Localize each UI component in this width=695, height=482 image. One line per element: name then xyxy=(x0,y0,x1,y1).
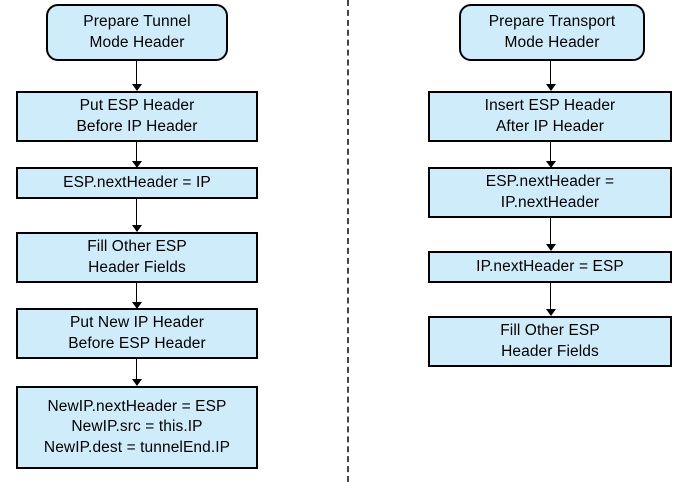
edge-transport-step-3-to-step-4 xyxy=(550,283,551,315)
node-tunnel-step-2[interactable]: ESP.nextHeader = IP xyxy=(16,167,258,199)
node-transport-start[interactable]: Prepare Transport Mode Header xyxy=(459,4,645,61)
node-transport-step-1[interactable]: Insert ESP Header After IP Header xyxy=(428,91,672,142)
node-tunnel-step-5[interactable]: NewIP.nextHeader = ESP NewIP.src = this.… xyxy=(16,386,258,469)
arrowhead-tunnel-4 xyxy=(132,302,142,309)
node-transport-step-4[interactable]: Fill Other ESP Header Fields xyxy=(428,316,672,367)
arrowhead-tunnel-5 xyxy=(132,379,142,386)
arrowhead-transport-4 xyxy=(546,309,556,316)
arrowhead-tunnel-3 xyxy=(132,225,142,232)
column-divider xyxy=(347,0,349,482)
edge-transport-start-to-step-1 xyxy=(550,61,551,90)
edge-tunnel-step-1-to-step-2 xyxy=(136,142,137,167)
edge-tunnel-step-3-to-step-4 xyxy=(136,283,137,308)
edge-tunnel-step-2-to-step-3 xyxy=(136,199,137,231)
edge-tunnel-start-to-step-1 xyxy=(136,61,137,90)
node-tunnel-step-3[interactable]: Fill Other ESP Header Fields xyxy=(16,232,258,283)
edge-tunnel-step-4-to-step-5 xyxy=(136,359,137,385)
edge-transport-step-2-to-step-3 xyxy=(550,218,551,250)
arrowhead-transport-3 xyxy=(546,244,556,251)
node-transport-step-2[interactable]: ESP.nextHeader = IP.nextHeader xyxy=(428,167,672,218)
node-tunnel-step-1[interactable]: Put ESP Header Before IP Header xyxy=(16,91,258,142)
node-transport-step-3[interactable]: IP.nextHeader = ESP xyxy=(428,251,672,283)
node-tunnel-start[interactable]: Prepare Tunnel Mode Header xyxy=(46,4,228,61)
node-tunnel-step-4[interactable]: Put New IP Header Before ESP Header xyxy=(16,308,258,359)
arrowhead-tunnel-2 xyxy=(132,161,142,168)
edge-transport-step-1-to-step-2 xyxy=(550,142,551,167)
arrowhead-transport-2 xyxy=(546,161,556,168)
arrowhead-transport-1 xyxy=(546,84,556,91)
arrowhead-tunnel-1 xyxy=(132,84,142,91)
